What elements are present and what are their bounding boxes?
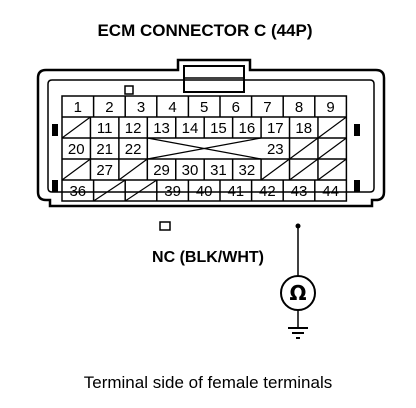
diagram-title: ECM CONNECTOR C (44P) bbox=[97, 21, 312, 40]
terminal-21: 21 bbox=[96, 141, 113, 158]
terminal-8: 8 bbox=[295, 99, 303, 116]
terminal-7: 7 bbox=[263, 99, 271, 116]
lock-tab bbox=[183, 65, 245, 93]
probe-point bbox=[295, 223, 301, 229]
hatch-line bbox=[93, 179, 126, 202]
terminal-11: 11 bbox=[97, 120, 113, 137]
latch-right-top bbox=[354, 124, 360, 136]
terminal-15: 15 bbox=[210, 120, 227, 137]
terminal-1: 1 bbox=[74, 99, 82, 116]
terminal-22: 22 bbox=[125, 141, 142, 158]
cross-line bbox=[147, 137, 262, 160]
meter-symbol: Ω bbox=[289, 281, 306, 305]
hatch-line bbox=[118, 158, 148, 181]
terminal-2: 2 bbox=[105, 99, 113, 116]
terminal-23: 23 bbox=[267, 141, 284, 158]
hatch-line bbox=[317, 116, 347, 139]
hatch-line bbox=[317, 158, 347, 181]
terminal-13: 13 bbox=[153, 120, 170, 137]
connector-housing-inner bbox=[47, 79, 375, 193]
terminal-41: 41 bbox=[227, 183, 244, 200]
latch-right-bottom bbox=[354, 180, 360, 192]
hatch-line bbox=[317, 137, 347, 160]
terminal-17: 17 bbox=[267, 120, 284, 137]
terminal-30: 30 bbox=[182, 162, 199, 179]
hatch-line bbox=[61, 116, 91, 139]
terminal-18: 18 bbox=[295, 120, 312, 137]
hatch-line bbox=[289, 158, 319, 181]
terminal-39: 39 bbox=[164, 183, 181, 200]
grid-border bbox=[61, 95, 348, 202]
terminal-42: 42 bbox=[259, 183, 276, 200]
terminal-20: 20 bbox=[68, 141, 85, 158]
hatch-line bbox=[61, 158, 91, 181]
wire-label: NC (BLK/WHT) bbox=[152, 249, 264, 266]
ohmmeter-icon: Ω bbox=[280, 275, 316, 311]
latch-left-bottom bbox=[52, 180, 58, 192]
connector-housing bbox=[36, 58, 386, 208]
terminal-4: 4 bbox=[168, 99, 176, 116]
bottom-key bbox=[159, 221, 171, 231]
terminal-12: 12 bbox=[125, 120, 142, 137]
terminal-40: 40 bbox=[196, 183, 213, 200]
terminal-5: 5 bbox=[200, 99, 208, 116]
hatch-line bbox=[260, 158, 290, 181]
ground-icon bbox=[288, 327, 308, 339]
terminal-16: 16 bbox=[239, 120, 256, 137]
terminal-44: 44 bbox=[322, 183, 339, 200]
terminal-6: 6 bbox=[232, 99, 240, 116]
terminal-3: 3 bbox=[137, 99, 145, 116]
hatch-line bbox=[289, 137, 319, 160]
terminal-9: 9 bbox=[326, 99, 334, 116]
terminal-27: 27 bbox=[96, 162, 113, 179]
terminal-43: 43 bbox=[291, 183, 308, 200]
terminal-29: 29 bbox=[153, 162, 170, 179]
hatch-line bbox=[124, 179, 158, 202]
terminal-14: 14 bbox=[182, 120, 199, 137]
terminal-36: 36 bbox=[69, 183, 86, 200]
caption: Terminal side of female terminals bbox=[84, 373, 332, 392]
top-key bbox=[124, 85, 134, 95]
terminal-31: 31 bbox=[210, 162, 227, 179]
latch-left-top bbox=[52, 124, 58, 136]
terminal-32: 32 bbox=[239, 162, 256, 179]
